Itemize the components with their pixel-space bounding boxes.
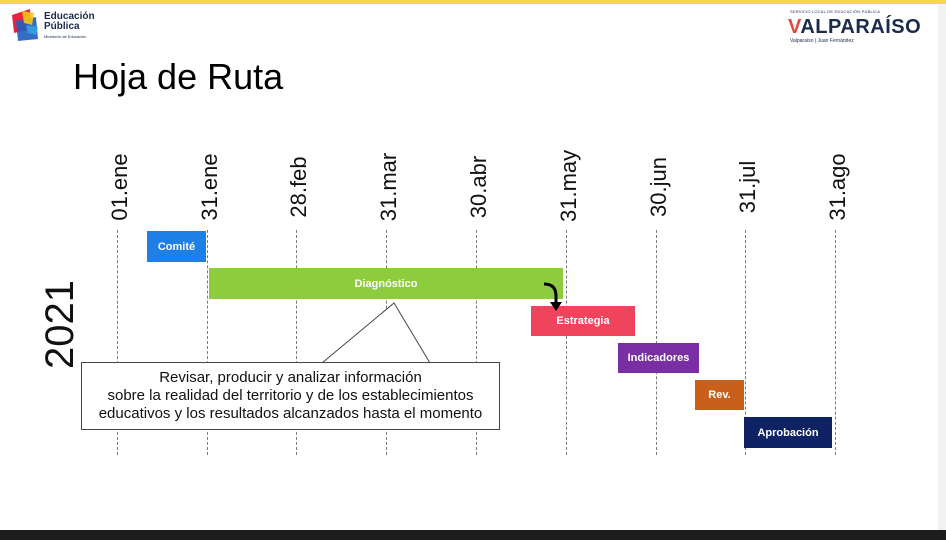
tick-line xyxy=(745,230,746,455)
task-label-aprobacion: Aprobación xyxy=(757,426,819,439)
tick-line xyxy=(476,230,477,455)
educacion-publica-logo: Educación Pública Ministerio de Educació… xyxy=(10,7,110,47)
task-bar-indicadores: Indicadores xyxy=(618,343,699,373)
year-label: 2021 xyxy=(38,280,82,369)
tick-line xyxy=(566,230,567,455)
page-title: Hoja de Ruta xyxy=(73,56,284,97)
task-bar-estrategia: Estrategia xyxy=(531,306,635,336)
bottom-bar xyxy=(0,530,946,540)
dependency-arrow-icon xyxy=(543,282,562,311)
educacion-publica-logo-mark xyxy=(12,9,38,41)
top-accent-bar xyxy=(0,0,946,4)
task-label-estrategia: Estrategia xyxy=(556,315,610,327)
tick-label-30-jun: 30.jun xyxy=(646,157,671,217)
tick-label-31-may: 31.may xyxy=(556,149,581,222)
task-label-indicadores: Indicadores xyxy=(627,352,690,364)
logo-text-line1: Educación xyxy=(44,11,95,22)
task-label-rev: Rev. xyxy=(708,389,731,401)
callout-line-1: Revisar, producir y analizar información xyxy=(159,369,422,386)
callout-line-3: educativos y los resultados alcanzados h… xyxy=(98,405,483,422)
tick-label-31-mar: 31.mar xyxy=(376,152,401,222)
tick-label-31-ago: 31.ago xyxy=(825,153,850,221)
task-bar-rev: Rev. xyxy=(695,380,744,410)
tick-label-01-ene: 01.ene xyxy=(107,153,132,221)
tick-label-31-jul: 31.jul xyxy=(735,160,760,214)
task-bar-comite: Comité xyxy=(147,231,206,262)
tick-label-28-feb: 28.feb xyxy=(286,156,311,218)
valparaiso-logo-main: VALPARAÍSO xyxy=(788,16,922,38)
tick-label-31-ene: 31.ene xyxy=(197,153,222,221)
tick-line xyxy=(207,230,208,455)
task-bar-diagnostico: Diagnóstico xyxy=(209,268,563,299)
tick-line xyxy=(117,230,118,455)
tick-line xyxy=(835,230,836,455)
callout-line-2: sobre la realidad del territorio y de lo… xyxy=(107,387,474,404)
task-label-diagnostico: Diagnóstico xyxy=(354,277,418,290)
valparaiso-logo-top: SERVICIO LOCAL DE EDUCACIÓN PÚBLICA xyxy=(790,9,881,14)
valparaiso-logo-sub: Valparaíso | Juan Fernández xyxy=(790,38,854,44)
task-label-comite: Comité xyxy=(157,240,196,253)
diagnostico-callout: Revisar, producir y analizar información… xyxy=(81,362,500,430)
tick-line xyxy=(296,230,297,455)
tick-label-30-abr: 30.abr xyxy=(466,155,491,219)
window-edge xyxy=(938,4,946,530)
logo-text-line3: Ministerio de Educación xyxy=(44,34,87,39)
tick-line xyxy=(656,230,657,455)
logo-text-line2: Pública xyxy=(44,21,80,32)
valparaiso-logo: SERVICIO LOCAL DE EDUCACIÓN PÚBLICA VALP… xyxy=(786,8,936,48)
task-bar-aprobacion: Aprobación xyxy=(744,417,832,448)
